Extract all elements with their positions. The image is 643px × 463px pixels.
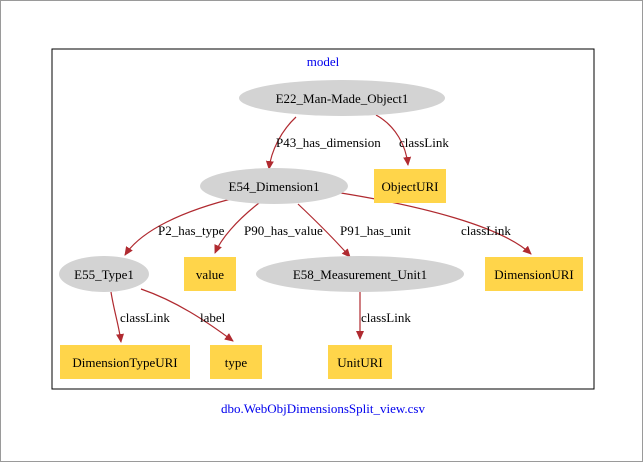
edge-p2 bbox=[124, 196, 240, 256]
edge-label bbox=[140, 288, 234, 342]
node-uniturl: UnitURI bbox=[328, 345, 392, 379]
node-dimensionuri: DimensionURI bbox=[485, 257, 583, 291]
edge-label-classlink-object: classLink bbox=[399, 135, 449, 150]
node-value-label: value bbox=[196, 267, 224, 282]
source-file-label: dbo.WebObjDimensionsSplit_view.csv bbox=[221, 401, 425, 416]
edge-classlink-type bbox=[110, 291, 124, 343]
node-e58: E58_Measurement_Unit1 bbox=[256, 256, 464, 292]
node-dimensiontypeuri: DimensionTypeURI bbox=[60, 345, 190, 379]
node-e58-label: E58_Measurement_Unit1 bbox=[293, 267, 427, 282]
node-e55: E55_Type1 bbox=[59, 256, 149, 292]
edge-label-classlink-type: classLink bbox=[120, 310, 170, 325]
edge-label-classlink-unit: classLink bbox=[361, 310, 411, 325]
node-value: value bbox=[184, 257, 236, 291]
node-e22: E22_Man-Made_Object1 bbox=[239, 80, 445, 116]
edge-label-p2: P2_has_type bbox=[158, 223, 225, 238]
node-objecturi-label: ObjectURI bbox=[381, 179, 438, 194]
node-e55-label: E55_Type1 bbox=[74, 267, 134, 282]
edge-label-label: label bbox=[200, 310, 226, 325]
edge-classlink-object bbox=[375, 114, 412, 166]
edge-label-classlink-dimension: classLink bbox=[461, 223, 511, 238]
cluster-title: model bbox=[307, 54, 340, 69]
node-e54: E54_Dimension1 bbox=[200, 168, 348, 204]
node-e54-label: E54_Dimension1 bbox=[229, 179, 320, 194]
node-uniturl-label: UnitURI bbox=[337, 355, 383, 370]
node-dimensionuri-label: DimensionURI bbox=[494, 267, 573, 282]
edge-p91 bbox=[297, 203, 351, 258]
node-dimensiontypeuri-label: DimensionTypeURI bbox=[72, 355, 177, 370]
node-objecturi: ObjectURI bbox=[374, 169, 446, 203]
edge-p43 bbox=[265, 116, 297, 170]
edge-classlink-dimension bbox=[340, 192, 532, 255]
edge-label-p91: P91_has_unit bbox=[340, 223, 411, 238]
node-type: type bbox=[210, 345, 262, 379]
node-e22-label: E22_Man-Made_Object1 bbox=[276, 91, 409, 106]
node-type-label: type bbox=[225, 355, 248, 370]
edge-label-p90: P90_has_value bbox=[244, 223, 323, 238]
model-cluster bbox=[51, 48, 595, 390]
edge-label-p43: P43_has_dimension bbox=[276, 135, 381, 150]
edge-p90 bbox=[214, 202, 260, 254]
